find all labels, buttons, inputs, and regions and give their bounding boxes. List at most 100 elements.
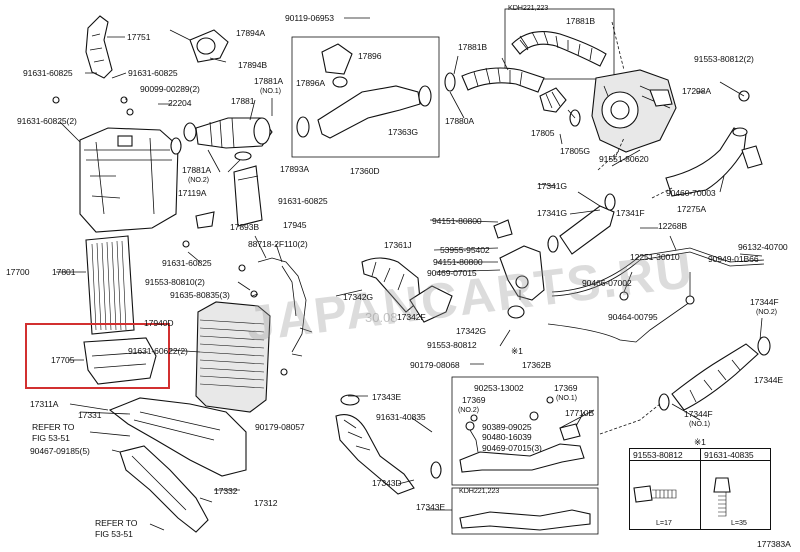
vacuum-hose-12268B	[547, 247, 765, 343]
part-label: 17363G	[388, 127, 418, 137]
part-label: 17298A	[682, 86, 712, 96]
part-label: 17361J	[384, 240, 412, 250]
intake-hose-17881B-mid	[444, 67, 545, 93]
part-label: 90179-08068	[410, 360, 460, 370]
bolt-legend-header-line	[629, 460, 771, 461]
part-label: 17881A	[182, 165, 212, 175]
part-label: 17343E	[416, 502, 446, 512]
turbocharger	[591, 69, 677, 153]
part-label: 17360D	[350, 166, 380, 176]
air-cleaner-case-cap	[79, 127, 179, 233]
part-label: 90119-06953	[285, 13, 334, 23]
intake-hose-17881	[195, 117, 273, 149]
legend-bolts	[633, 477, 731, 517]
variant-label: KDH221,223	[459, 486, 500, 495]
part-label: 91631-60825	[278, 196, 328, 206]
part-label: 17331	[78, 410, 102, 420]
intake-duct-17893B	[233, 165, 263, 227]
part-label: (NO.2)	[756, 307, 777, 316]
part-label: 90469-07015	[427, 268, 477, 278]
clamp-parts	[52, 96, 288, 376]
highlight-box	[25, 323, 170, 389]
part-label: 17893A	[280, 164, 310, 174]
resonator-17894A	[189, 29, 229, 63]
part-label: 17881B	[458, 42, 488, 52]
part-label: 17344F	[684, 409, 713, 419]
part-label: 17805G	[560, 146, 590, 156]
watermark-date: 30.08	[365, 310, 398, 325]
part-label: 17311A	[30, 399, 59, 409]
legend-note-mark: ※1	[694, 437, 706, 447]
part-label: 12268B	[658, 221, 688, 231]
air-filter-element	[85, 235, 135, 335]
intercooler-outlet-17361J	[493, 219, 545, 319]
part-label: 17705	[51, 355, 75, 365]
part-label: 17312	[254, 498, 278, 508]
cover-17311A-17331	[108, 397, 247, 477]
air-cleaner-case-bottom	[83, 337, 157, 385]
part-label: 96132-40700	[738, 242, 788, 252]
part-label: 17344F	[750, 297, 779, 307]
legend-part-number: 91553-80812	[633, 450, 683, 460]
part-label: 17700	[6, 267, 30, 277]
part-label: 17275A	[677, 204, 707, 214]
legend-part-number: 91631-40835	[704, 450, 754, 460]
legend-length: L=35	[731, 518, 747, 527]
part-label: (NO.2)	[188, 175, 209, 184]
part-label: 90253-13002	[474, 383, 524, 393]
part-label: 91553-80812	[427, 340, 477, 350]
part-label: 88718-2F110(2)	[248, 239, 308, 249]
part-label: 17945	[283, 220, 307, 230]
part-label: 17881A	[254, 76, 284, 86]
part-label: 17344E	[754, 375, 784, 385]
part-label: 17332	[214, 486, 238, 496]
water-pipe-kdh-variant	[451, 487, 599, 535]
part-label: 91631-60825	[128, 68, 178, 78]
part-label: 17341G	[537, 208, 567, 218]
part-label: 94151-80800	[432, 216, 482, 226]
part-label: 90466-07002	[582, 278, 632, 288]
part-label: 17119A	[178, 188, 207, 198]
part-label: 91631-60825	[23, 68, 73, 78]
note-mark: ※1	[511, 346, 523, 356]
part-label: 17710B	[565, 408, 595, 418]
part-label: 17342F	[397, 312, 426, 322]
part-label: 91631-40835	[376, 412, 426, 422]
part-label: 17369	[462, 395, 486, 405]
hose-17341F	[547, 193, 616, 255]
reference-label: REFER TO	[32, 422, 75, 432]
bolt-legend-divider	[700, 448, 701, 530]
part-label: 17343D	[372, 478, 402, 488]
part-label: 91553-80810(2)	[145, 277, 205, 287]
part-label: 17369	[554, 383, 578, 393]
part-label: 17880A	[445, 116, 475, 126]
part-label: 17343E	[372, 392, 402, 402]
part-label: (NO.2)	[458, 405, 479, 414]
part-label: 90099-00289(2)	[140, 84, 200, 94]
part-label: 22204	[168, 98, 192, 108]
part-label: 17801	[52, 267, 76, 277]
part-label: 17341F	[616, 208, 645, 218]
reference-label: REFER TO	[95, 518, 138, 528]
part-label: 91631-60825(2)	[17, 116, 77, 126]
part-label: 53955-95402	[440, 245, 490, 255]
part-label: 94151-80800	[433, 257, 483, 267]
part-label: 17896	[358, 51, 382, 61]
reference-label: FIG 53-51	[32, 433, 70, 443]
part-label: 17751	[127, 32, 151, 42]
part-label: 90469-07015(3)	[482, 443, 542, 453]
part-label: 17894B	[238, 60, 268, 70]
outlet-pipe-17275A	[665, 90, 763, 197]
part-label: 17881B	[566, 16, 596, 26]
hose-17342G-17342F	[361, 257, 453, 323]
part-label: (NO.1)	[260, 86, 281, 95]
figure-code: 177383A	[757, 539, 791, 549]
part-label: 91551-80620	[599, 154, 649, 164]
part-label: 17893B	[230, 222, 260, 232]
reference-label: FIG 53-51	[95, 529, 133, 539]
intake-pipe-17363G	[296, 43, 432, 139]
air-cleaner-intake-duct	[85, 15, 113, 79]
part-label: 17805	[531, 128, 555, 138]
hose-17344E	[658, 336, 771, 411]
